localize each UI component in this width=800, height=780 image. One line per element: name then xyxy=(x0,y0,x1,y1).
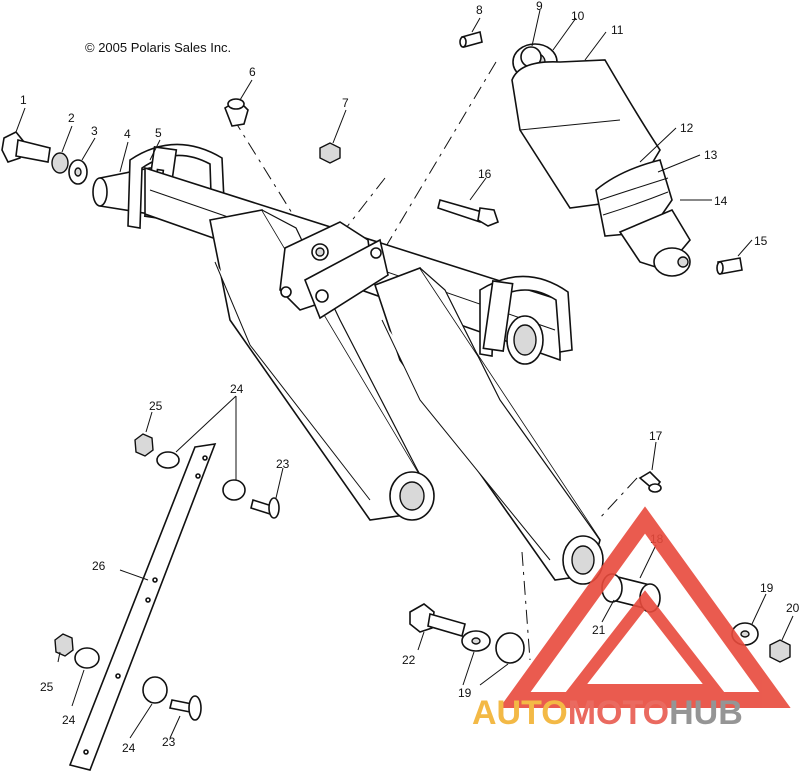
centerlines xyxy=(232,61,638,661)
washer-24-b xyxy=(222,479,246,501)
nut-20 xyxy=(769,639,791,663)
callout-15: 15 xyxy=(754,234,768,248)
callout-11: 11 xyxy=(611,23,624,37)
callout-25b: 25 xyxy=(40,680,54,694)
callout-12: 12 xyxy=(680,121,694,135)
callout-23a: 23 xyxy=(276,457,290,471)
callout-10: 10 xyxy=(571,9,585,23)
shock-absorber-11 xyxy=(511,43,691,277)
callout-19a: 19 xyxy=(458,686,472,700)
clamp-right xyxy=(479,275,573,357)
copyright-text: © 2005 Polaris Sales Inc. xyxy=(85,40,231,55)
callout-6: 6 xyxy=(249,65,256,79)
watermark-moto: MOTO xyxy=(568,694,669,732)
callout-20: 20 xyxy=(786,601,800,615)
watermark-auto: AUTO xyxy=(472,694,568,732)
bolt-23-bottom xyxy=(169,695,202,721)
callout-24c: 24 xyxy=(122,741,136,755)
pin-8 xyxy=(459,30,483,49)
washer-2 xyxy=(51,152,69,174)
callout-13: 13 xyxy=(704,148,718,162)
bolt-23-top xyxy=(250,497,280,519)
callout-17: 17 xyxy=(649,429,663,443)
callout-16: 16 xyxy=(478,167,492,181)
leader-lines xyxy=(15,9,794,739)
callout-3: 3 xyxy=(91,124,98,138)
callout-24a: 24 xyxy=(230,382,244,396)
callout-1: 1 xyxy=(20,93,27,107)
callout-19b: 19 xyxy=(760,581,774,595)
grease-fitting-17 xyxy=(638,470,662,493)
callout-23b: 23 xyxy=(162,735,176,749)
callout-24b: 24 xyxy=(62,713,76,727)
callout-5: 5 xyxy=(155,126,162,140)
callout-9: 9 xyxy=(536,0,543,13)
callout-labels: 1 2 3 4 5 6 7 8 9 10 11 12 13 14 15 16 1… xyxy=(20,0,800,755)
grease-fitting-6 xyxy=(224,98,249,127)
callout-4: 4 xyxy=(124,127,131,141)
nut-25-top xyxy=(134,433,154,457)
limiter-strap-26 xyxy=(68,443,217,771)
callout-7: 7 xyxy=(342,96,349,110)
callout-21: 21 xyxy=(592,623,606,637)
watermark-triangle-logo xyxy=(499,506,791,708)
washer-24-d xyxy=(142,676,168,704)
watermark-hub: HUB xyxy=(669,694,743,732)
callout-2: 2 xyxy=(68,111,75,125)
callout-26: 26 xyxy=(92,559,106,573)
bolt-1 xyxy=(1,130,51,163)
pin-15 xyxy=(716,257,743,275)
bolt-16 xyxy=(437,199,499,227)
right-arm xyxy=(373,267,604,585)
callout-8: 8 xyxy=(476,3,483,17)
washer-24-a xyxy=(156,451,180,469)
watermark: AUTOMOTOHUB xyxy=(472,506,791,732)
nut-25-bottom xyxy=(54,633,74,657)
watermark-text: AUTOMOTOHUB xyxy=(472,694,743,732)
bolt-22 xyxy=(409,603,466,638)
nut-7 xyxy=(319,142,341,164)
washer-24-c xyxy=(74,647,100,669)
center-bracket xyxy=(279,221,389,320)
callout-14: 14 xyxy=(714,194,728,208)
callout-25a: 25 xyxy=(149,399,163,413)
callout-22: 22 xyxy=(402,653,416,667)
